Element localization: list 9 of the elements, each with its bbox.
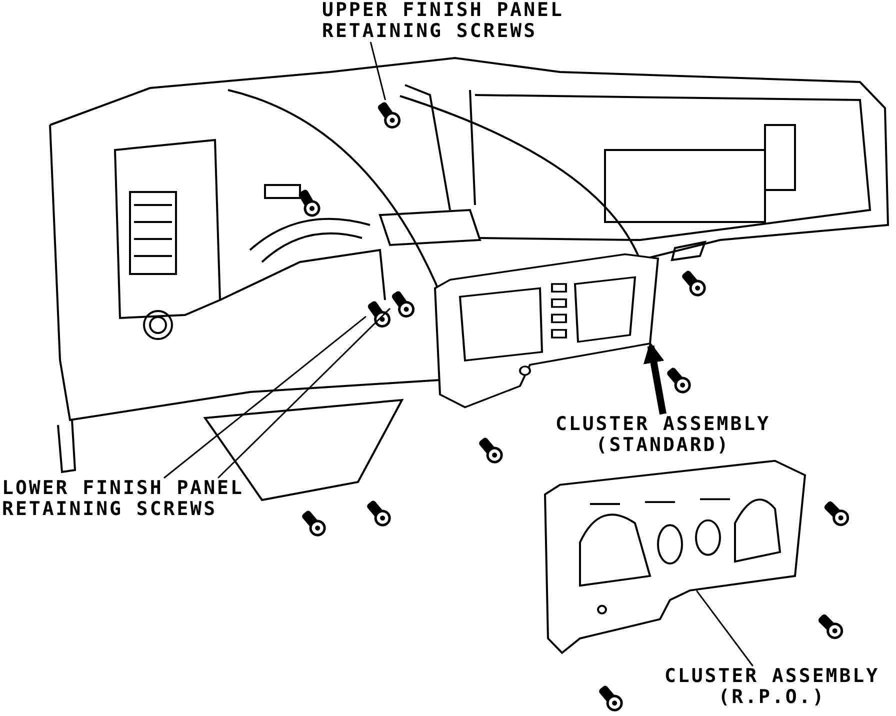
callout-label: CLUSTER ASSEMBLY (STANDARD) — [554, 414, 772, 456]
callout-label: LOWER FINISH PANEL RETAINING SCREWS — [2, 478, 245, 520]
callout-label: UPPER FINISH PANEL RETAINING SCREWS — [322, 0, 565, 42]
leader-line — [370, 42, 386, 100]
callout-label: CLUSTER ASSEMBLY (R.P.O.) — [663, 666, 881, 708]
leader-line — [217, 308, 391, 479]
arrow — [643, 342, 666, 415]
leader-line — [696, 590, 754, 666]
leader-line — [164, 316, 366, 479]
